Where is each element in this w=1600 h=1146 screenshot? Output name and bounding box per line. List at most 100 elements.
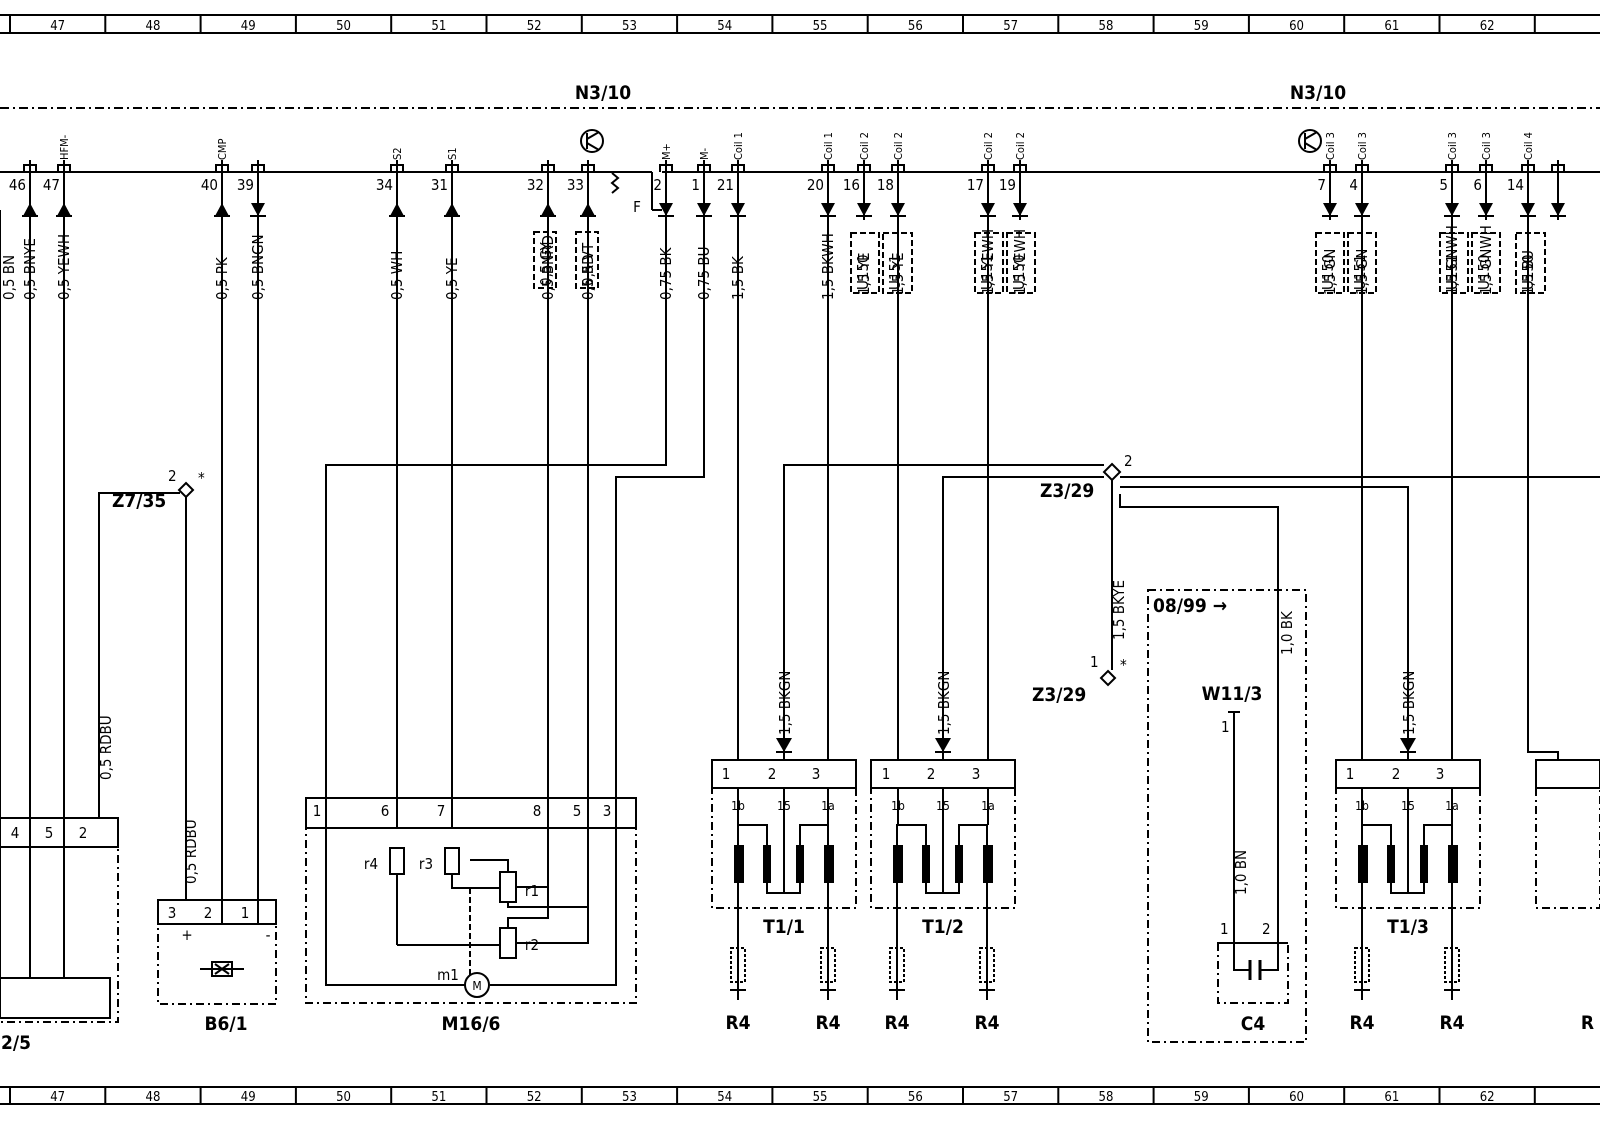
ruler-tick-label: 48	[146, 19, 161, 34]
pin-label: 1	[691, 176, 700, 194]
pin-label: 2	[1392, 765, 1401, 783]
wire-label: 0,5 RDBU	[182, 819, 200, 884]
signal-label: Coil 2	[1014, 132, 1027, 160]
pin-label: 20	[807, 176, 824, 194]
wire-label: 1,5 GNWH	[1477, 225, 1495, 295]
connector-letter: F	[633, 198, 641, 216]
ruler-tick-label: 54	[717, 1090, 732, 1105]
signal-label: Coil 2	[982, 132, 995, 160]
pin-label: 39	[237, 176, 254, 194]
pin-label: 5	[1439, 176, 1448, 194]
pin-label: 1	[313, 802, 322, 820]
pin-label: 32	[527, 176, 544, 194]
pin-label: 2	[79, 824, 88, 842]
wire-label: 1,5 YEWH	[1011, 229, 1029, 295]
u-code-label: U151	[1351, 254, 1369, 290]
pin-label: 3	[168, 904, 177, 922]
pin-label: 1	[1090, 653, 1099, 671]
signal-label: M-	[698, 147, 711, 160]
component-label: R4	[974, 1012, 999, 1034]
pin-label: 3	[812, 765, 821, 783]
signal-label: Coil 3	[1356, 132, 1369, 160]
ruler-tick-label: 52	[527, 1090, 542, 1105]
resistor-symbol	[610, 172, 620, 194]
ruler-tick-label: 51	[431, 1090, 446, 1105]
component-label: B6/1	[204, 1013, 247, 1035]
pin-label: 3	[972, 765, 981, 783]
component-label: R4	[1349, 1012, 1374, 1034]
optional-wire-boxes: 0,5 GY 0,5 VT	[533, 231, 599, 289]
sensor-icon	[200, 961, 244, 977]
pin-label: 1	[882, 765, 891, 783]
ruler-tick-label: 57	[1003, 19, 1018, 34]
signal-label: Coil 4	[1522, 132, 1535, 160]
ruler-tick-label: 60	[1289, 19, 1304, 34]
component-label: R4	[725, 1012, 750, 1034]
component-m16-6: M r4 r3 r1 r2 m1 1 6 7 8 5 3 M16/6	[305, 210, 705, 1035]
ruler-tick-label: 50	[336, 19, 351, 34]
resistor-label: r3	[419, 855, 433, 873]
signal-label: Coil 2	[892, 132, 905, 160]
ruler-tick-label: 59	[1194, 19, 1209, 34]
signal-label: Coil 3	[1324, 132, 1337, 160]
splice-z7-35: 2 * Z7/35 0,5 RDBU 0,5 RDBU	[97, 467, 205, 900]
star-marker: *	[1120, 656, 1127, 674]
ruler-tick-label: 54	[717, 19, 732, 34]
splice-z3-29-top: 2 Z3/29	[783, 452, 1600, 955]
pin-label: 6	[381, 802, 390, 820]
wire-label: 0,5 BN	[0, 255, 18, 300]
pin-label: 2	[1262, 920, 1271, 938]
pin-label: 31	[431, 176, 448, 194]
pin-label: 18	[877, 176, 894, 194]
pin-label: 7	[1317, 176, 1326, 194]
component-label: M16/6	[442, 1013, 501, 1035]
date-box: 08/99 → 1,0 BK	[1147, 589, 1307, 1043]
polarity-minus: -	[266, 926, 271, 944]
wire-label: 1,5 BKGN	[935, 671, 953, 735]
pin-label: 46	[9, 176, 26, 194]
component-label: 2/5	[1, 1032, 31, 1054]
pin-label: 1	[241, 904, 250, 922]
transistor-icon	[1298, 129, 1322, 153]
signal-label: S1	[446, 147, 459, 160]
pin-label: 3	[1436, 765, 1445, 783]
wire-label: 1,0 BN	[1232, 850, 1250, 895]
u-code-label: U150	[854, 254, 872, 290]
splice-label: Z3/29	[1040, 480, 1094, 502]
component-label: R4	[815, 1012, 840, 1034]
signal-label: CMP	[216, 139, 229, 160]
ruler-tick-label: 47	[50, 1090, 65, 1105]
pin-label: 47	[43, 176, 60, 194]
wire-label: 1,0 BK	[1278, 610, 1296, 655]
pin-label: 19	[999, 176, 1016, 194]
signal-label: M+	[660, 143, 673, 160]
wire-label: 1,5 YE	[855, 252, 873, 295]
motor-letter: M	[472, 979, 481, 993]
ruler-tick-label: 61	[1384, 1090, 1399, 1105]
pin-label: 33	[567, 176, 584, 194]
signal-label: Coil 1	[732, 132, 745, 160]
resistor-label: r1	[525, 882, 539, 900]
component-c4: 1 2 C4	[1217, 920, 1289, 1035]
pin-label: 3	[603, 802, 612, 820]
ruler-tick-label: 55	[813, 19, 828, 34]
pin-label: 1	[1220, 920, 1229, 938]
pin-label: 1	[1221, 718, 1230, 736]
u-code-label: U150	[1319, 254, 1337, 290]
motor-icon	[464, 972, 490, 998]
ruler-tick-label: 50	[336, 1090, 351, 1105]
signal-label: Coil 3	[1480, 132, 1493, 160]
component-label: C4	[1241, 1013, 1266, 1035]
pin-label: 2	[168, 467, 177, 485]
ruler-tick-label: 61	[1384, 19, 1399, 34]
component-label: T1/3	[1387, 916, 1429, 938]
signal-label: Coil 2	[858, 132, 871, 160]
signal-label: Coil 1	[822, 132, 835, 160]
ruler-tick-label: 47	[50, 19, 65, 34]
u-code-label: U150	[1475, 254, 1493, 290]
transistor-icon	[580, 129, 604, 153]
resistor-label: r2	[525, 936, 539, 954]
ruler-tick-label: 48	[146, 1090, 161, 1105]
